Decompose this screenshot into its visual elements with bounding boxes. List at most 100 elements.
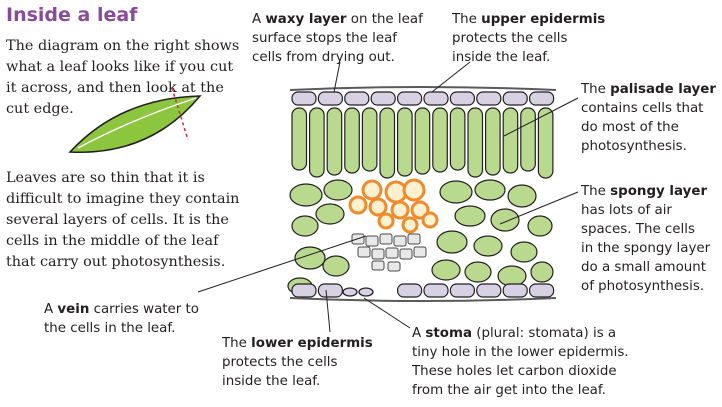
body-line: Leaves are so thin that it is [6, 170, 205, 186]
palisade-cell [485, 107, 501, 176]
label-line: tiny hole in the lower epidermis. [412, 345, 629, 360]
palisade-cell [291, 107, 308, 171]
label-line: do most of the [581, 120, 679, 135]
body-line: difficult to imagine they contain [6, 191, 240, 207]
epidermis-cell [476, 91, 502, 106]
spongy-cell [527, 215, 553, 237]
label-line: protects the cells [222, 355, 338, 370]
epidermis-cell [291, 91, 317, 106]
label-spongy-layer: The spongy layer has lots of air spaces.… [581, 182, 710, 296]
epidermis-cell [397, 283, 423, 298]
spongy-cell [289, 183, 323, 207]
epidermis-cell [317, 283, 343, 298]
epidermis-cell [397, 91, 423, 106]
spongy-cell [507, 184, 537, 208]
spongy-cell [464, 261, 492, 283]
palisade-cell [326, 107, 343, 176]
label-line: The lower epidermis [222, 336, 373, 351]
palisade-cell [432, 107, 448, 173]
label-line: from the air get into the leaf. [412, 383, 606, 398]
palisade-cell [344, 107, 360, 174]
intro-line: The diagram on the right shows [6, 38, 240, 54]
palisade-cell [309, 107, 325, 178]
label-line: cells from drying out. [252, 50, 395, 65]
label-line: surface stops the leaf [252, 31, 398, 46]
palisade-cell [414, 107, 431, 175]
label-line: of photosynthesis. [581, 279, 705, 294]
epidermis-cell [528, 283, 555, 298]
epidermis-cell [291, 283, 317, 298]
label-line: A vein carries water to [44, 302, 200, 317]
label-line: contains cells that [581, 101, 704, 116]
label-line: These holes let carbon dioxide [412, 364, 617, 379]
label-vein: A vein carries water to the cells in the… [44, 300, 199, 338]
epidermis-cell [370, 91, 396, 106]
palisade-cell [449, 107, 466, 171]
epidermis-cell [502, 91, 528, 106]
epidermis-cell [528, 91, 555, 106]
palisade-cell [397, 107, 413, 177]
label-palisade-layer: The palisade layer contains cells that d… [581, 80, 716, 156]
epidermis-cell [476, 283, 502, 298]
vein [348, 178, 439, 272]
body-line: that carry out photosynthesis. [6, 254, 226, 270]
spongy-cell [323, 179, 353, 201]
title: Inside a leaf [6, 4, 138, 26]
label-line: protects the cells [452, 31, 568, 46]
intro-line: it across, and then look at the [6, 80, 224, 96]
palisade-cell [502, 107, 519, 174]
label-line: A waxy layer on the leaf [252, 12, 423, 27]
palisade-cell [467, 107, 484, 178]
spongy-cell [490, 208, 520, 232]
body-text: Leaves are so thin that it is difficult … [6, 168, 239, 273]
epidermis-cell [317, 91, 343, 106]
spongy-cell [322, 255, 350, 277]
spongy-cell [315, 203, 345, 225]
spongy-cell [497, 265, 527, 287]
palisade-cell [537, 107, 554, 179]
body-line: several layers of cells. It is the [6, 212, 229, 228]
leaf-icon [68, 87, 202, 154]
palisade-cell [520, 107, 536, 172]
epidermis-cell [449, 283, 475, 298]
intro-line: what a leaf looks like if you cut [6, 59, 234, 75]
spongy-cell [474, 179, 506, 201]
spongy-cell [530, 261, 554, 283]
label-line: has lots of air [581, 203, 672, 218]
lower-epidermis [291, 283, 555, 298]
body-line: cells in the middle of the leaf [6, 233, 219, 249]
spongy-cell [436, 230, 468, 254]
epidermis-cell [423, 91, 449, 106]
spongy-cell [431, 259, 461, 281]
label-line: in the spongy layer [581, 241, 711, 256]
label-line: A stoma (plural: stomata) is a [412, 326, 617, 341]
label-line: The palisade layer [581, 82, 716, 97]
label-line: the cells in the leaf. [44, 321, 176, 336]
label-lower-epidermis: The lower epidermis protects the cells i… [222, 334, 373, 391]
label-line: photosynthesis. [581, 139, 687, 154]
palisade-layer [291, 107, 554, 179]
spongy-cell [291, 215, 319, 237]
label-line: do a small amount [581, 260, 707, 275]
epidermis-cell [344, 91, 370, 106]
spongy-cell [439, 180, 473, 204]
label-line: spaces. The cells [581, 222, 695, 237]
spongy-cell [510, 241, 538, 263]
epidermis-cell [449, 91, 475, 106]
intro-text: The diagram on the right shows what a le… [6, 36, 239, 120]
spongy-cell [473, 235, 503, 257]
leaf-cross-section [287, 86, 557, 302]
palisade-cell [379, 107, 396, 179]
label-waxy-layer: A waxy layer on the leaf surface stops t… [252, 10, 423, 67]
stoma [342, 287, 374, 297]
label-upper-epidermis: The upper epidermis protects the cells i… [452, 10, 605, 67]
label-line: inside the leaf. [452, 50, 551, 65]
label-stoma: A stoma (plural: stomata) is a tiny hole… [412, 324, 629, 400]
epidermis-cell [502, 283, 528, 298]
label-line: The upper epidermis [452, 12, 606, 27]
epidermis-cell [423, 283, 449, 298]
label-line: The spongy layer [581, 184, 708, 199]
spongy-cell [454, 205, 486, 227]
upper-epidermis [291, 91, 555, 106]
